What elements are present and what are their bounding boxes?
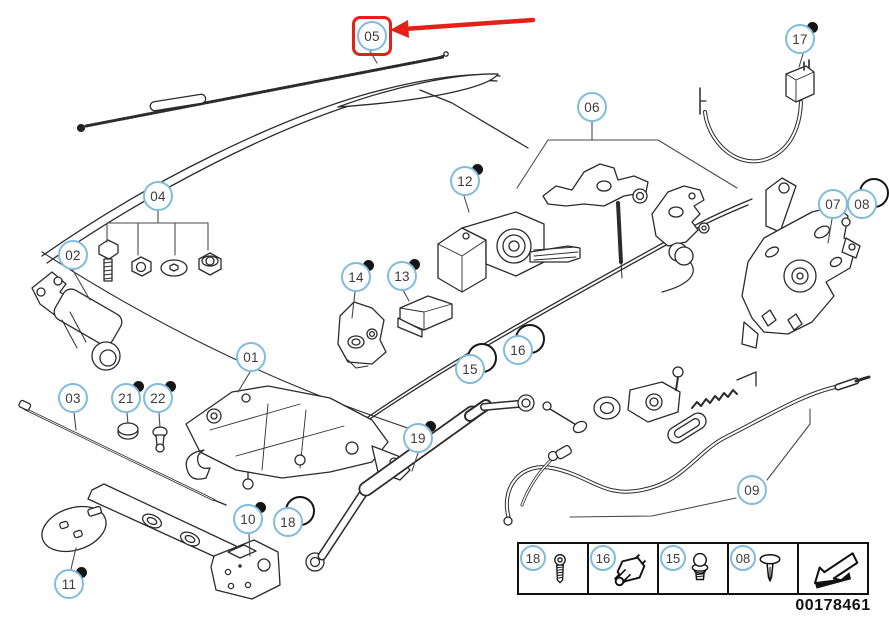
callout-18[interactable]: 18 <box>273 496 315 537</box>
callout-22[interactable]: 22 <box>143 381 176 413</box>
part-13-block <box>397 295 453 338</box>
callout-02[interactable]: 02 <box>58 240 88 270</box>
callout-21-label: 21 <box>111 383 141 413</box>
legend-item-15[interactable]: 15 <box>657 542 729 595</box>
back-arrow-icon <box>804 546 862 592</box>
callout-08-label: 08 <box>847 189 877 219</box>
leader-lines <box>70 50 833 570</box>
callout-06[interactable]: 06 <box>577 92 607 122</box>
part-21-grommet <box>117 422 139 440</box>
callout-13-label: 13 <box>387 261 417 291</box>
legend-item-18[interactable]: 18 <box>517 542 589 595</box>
legend-strip: 18 16 <box>517 542 869 595</box>
screw-icon <box>547 546 573 592</box>
callout-12[interactable]: 12 <box>450 164 483 196</box>
part-02-motor <box>31 271 123 371</box>
part-14-bracket <box>337 301 387 369</box>
callout-11-label: 11 <box>54 569 84 599</box>
callout-19[interactable]: 19 <box>403 421 436 453</box>
callout-14[interactable]: 14 <box>341 260 374 292</box>
part-11-plate <box>41 505 107 553</box>
callout-12-label: 12 <box>450 166 480 196</box>
body-curve <box>343 198 753 438</box>
callout-10[interactable]: 10 <box>233 502 266 534</box>
callout-03[interactable]: 03 <box>58 383 88 413</box>
callout-07-label: 07 <box>818 189 848 219</box>
part-10-bracket <box>210 539 281 600</box>
callout-11[interactable]: 11 <box>54 567 87 599</box>
callout-04-label: 04 <box>143 181 173 211</box>
legend-item-16[interactable]: 16 <box>587 542 659 595</box>
callout-05-highlighted[interactable]: 05 <box>357 21 387 51</box>
callout-14-label: 14 <box>341 262 371 292</box>
part-03-rod <box>18 399 227 506</box>
lid-outline <box>41 73 529 433</box>
part-09-cable-group <box>503 366 871 526</box>
callout-01[interactable]: 01 <box>236 342 266 372</box>
callout-09-label: 09 <box>737 475 767 505</box>
callout-08[interactable]: 08 <box>847 178 889 219</box>
part-05-cable <box>76 51 449 133</box>
legend-item-18-label: 18 <box>520 545 546 571</box>
diagram-part-number: 00178461 <box>795 597 871 614</box>
callout-22-label: 22 <box>143 383 173 413</box>
expanding-rivet-icon <box>755 547 785 591</box>
ball-stud-icon <box>686 547 714 591</box>
highlight-box <box>352 16 392 56</box>
callout-06-label: 06 <box>577 92 607 122</box>
callout-09[interactable]: 09 <box>737 475 767 505</box>
callout-21[interactable]: 21 <box>111 381 144 413</box>
legend-item-16-label: 16 <box>590 545 616 571</box>
callout-04[interactable]: 04 <box>143 181 173 211</box>
socket-plug-icon <box>609 547 651 591</box>
part-rail <box>87 483 237 561</box>
legend-item-08-label: 08 <box>730 545 756 571</box>
callout-02-label: 02 <box>58 240 88 270</box>
part-17-switch <box>699 59 815 164</box>
callout-05-label: 05 <box>357 21 387 51</box>
callout-01-label: 01 <box>236 342 266 372</box>
callout-07[interactable]: 07 <box>818 189 848 219</box>
part-12-actuator <box>437 211 581 293</box>
part-06-lever-group <box>542 163 710 293</box>
callout-17-label: 17 <box>785 24 815 54</box>
legend-nav-cell[interactable] <box>797 542 869 595</box>
callout-19-label: 19 <box>403 423 433 453</box>
callout-13[interactable]: 13 <box>387 259 420 291</box>
callout-10-label: 10 <box>233 504 263 534</box>
callout-03-label: 03 <box>58 383 88 413</box>
callout-16-label: 16 <box>503 335 533 365</box>
part-04-fasteners <box>98 239 222 282</box>
callout-15[interactable]: 15 <box>455 343 497 384</box>
part-07-base-plate <box>741 177 861 349</box>
callout-15-label: 15 <box>455 354 485 384</box>
legend-item-08[interactable]: 08 <box>727 542 799 595</box>
callout-17[interactable]: 17 <box>785 22 818 54</box>
callout-16[interactable]: 16 <box>503 324 545 365</box>
legend-item-15-label: 15 <box>660 545 686 571</box>
part-22-pin <box>152 426 168 453</box>
callout-18-label: 18 <box>273 507 303 537</box>
highlight-arrow <box>390 17 536 38</box>
